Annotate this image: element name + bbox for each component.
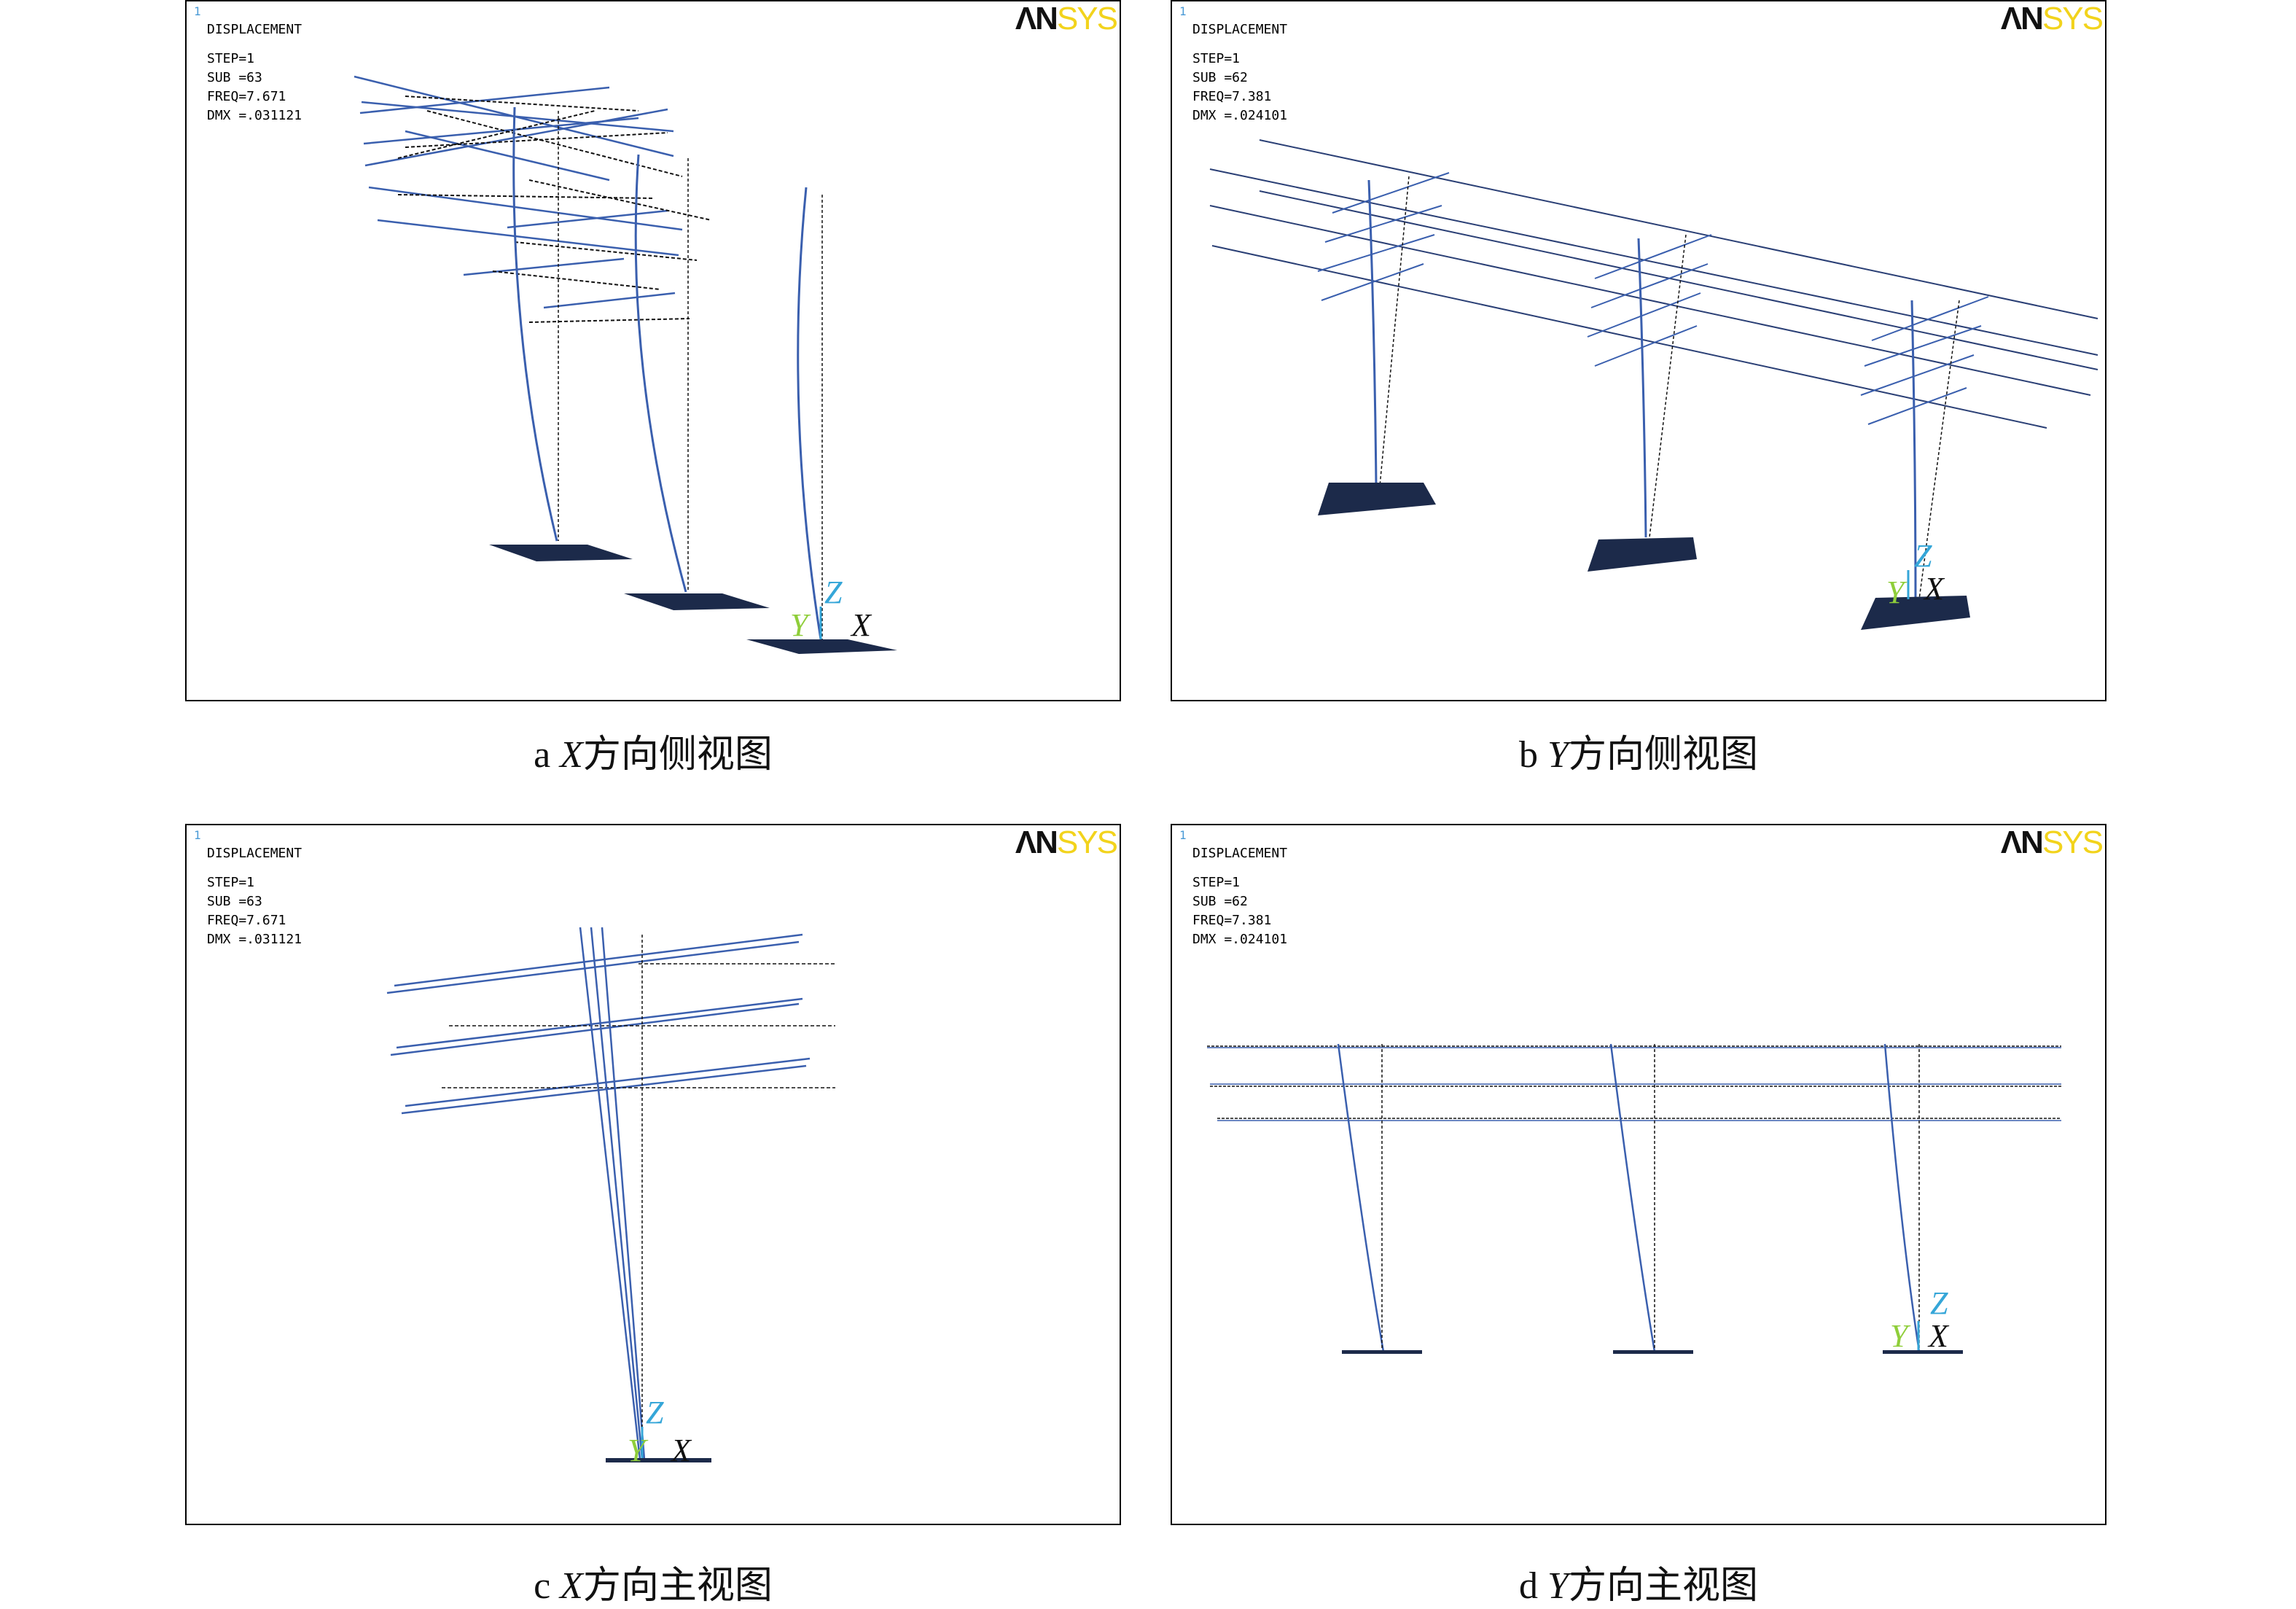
y-front-view-model: Z Y X [1207,1043,2061,1354]
step-label: STEP=1 [1192,875,1241,890]
deformed-columns [1367,179,1917,600]
triad-y-label: Y [790,607,811,643]
result-info: DISPLACEMENT STEP=1 SUB =62 FREQ=7.381 D… [1192,20,1287,125]
undeformed-columns [1379,176,1960,600]
undeformed-columns [558,111,823,639]
caption-d: d Y方向主视图 [1519,1565,1758,1607]
foundation [606,1458,711,1462]
sub-label: SUB =62 [1192,70,1248,85]
deformed-columns [579,927,646,1460]
dmx-label: DMX =.024101 [1192,932,1288,947]
panel-y-front-view: 1 DISPLACEMENT STEP=1 SUB =62 FREQ=7.381… [1171,824,2106,1525]
dmx-label: DMX =.024101 [1192,108,1288,123]
triad-y-label: Y [1886,574,1908,610]
triad-x-label: X [1923,571,1945,607]
window-number: 1 [194,4,201,18]
result-info: DISPLACEMENT STEP=1 SUB =63 FREQ=7.671 D… [207,844,302,949]
y-side-view-model: Z Y X [1209,139,2098,630]
x-side-view-model: Z Y X [354,75,897,654]
deformed-grid [354,75,683,309]
sub-label: SUB =63 [207,894,262,909]
ansys-logo: ΛNSYS [1015,1,1118,36]
deformed-crossarms [386,933,811,1115]
result-heading: DISPLACEMENT [207,846,302,861]
undeformed-columns [1381,1044,1920,1352]
foundations [489,545,897,654]
freq-label: FREQ=7.671 [207,913,286,928]
window-number: 1 [1179,4,1187,18]
ansys-logo: ΛNSYS [2000,825,2104,860]
sub-label: SUB =63 [207,70,262,85]
coordinate-triad: Z Y X [1886,538,1945,610]
panel-x-front-view: 1 DISPLACEMENT STEP=1 SUB =63 FREQ=7.671… [185,824,1121,1525]
deformed-columns [512,106,822,640]
triad-z-label: Z [824,574,843,610]
ansys-logo: ΛNSYS [1015,825,1118,860]
step-label: STEP=1 [207,875,255,890]
undeformed-grid [397,96,712,323]
coordinate-triad: Z Y X [628,1395,692,1468]
freq-label: FREQ=7.671 [207,89,286,104]
undeformed-beams [1207,1045,2061,1119]
caption-c: c X方向主视图 [534,1565,773,1607]
triad-x-label: X [1927,1318,1950,1354]
result-heading: DISPLACEMENT [1192,846,1288,861]
triad-x-label: X [850,607,872,643]
step-label: STEP=1 [1192,51,1241,66]
triad-y-label: Y [628,1433,649,1468]
coordinate-triad: Z Y X [1890,1285,1950,1354]
triad-z-label: Z [646,1395,664,1430]
coordinate-triad: Z Y X [790,574,872,643]
triad-z-label: Z [1930,1285,1948,1321]
deformed-beams [1207,1047,2061,1121]
caption-b: b Y方向侧视图 [1519,734,1758,776]
foundations [1318,483,1970,630]
window-number: 1 [194,828,201,842]
result-info: DISPLACEMENT STEP=1 SUB =62 FREQ=7.381 D… [1192,844,1287,949]
undeformed-crossarms [442,963,835,1088]
dmx-label: DMX =.031121 [207,108,302,123]
sub-label: SUB =62 [1192,894,1248,909]
panel-y-side-view: 1 DISPLACEMENT STEP=1 SUB =62 FREQ=7.381… [1171,0,2106,701]
triad-z-label: Z [1914,538,1932,574]
result-info: DISPLACEMENT STEP=1 SUB =63 FREQ=7.671 D… [207,20,302,125]
ansys-logo: ΛNSYS [2000,1,2104,36]
x-front-view-model: Z Y X [386,927,835,1468]
freq-label: FREQ=7.381 [1192,89,1272,104]
triad-x-label: X [670,1433,692,1468]
window-number: 1 [1179,828,1187,842]
result-heading: DISPLACEMENT [207,22,302,37]
freq-label: FREQ=7.381 [1192,913,1272,928]
step-label: STEP=1 [207,51,255,66]
caption-a: a X方向侧视图 [534,734,773,776]
dmx-label: DMX =.031121 [207,932,302,947]
panel-x-side-view: 1 DISPLACEMENT STEP=1 SUB =63 FREQ=7.671… [185,0,1121,701]
foundations [1342,1350,1963,1354]
deformed-columns [1337,1043,1921,1352]
result-heading: DISPLACEMENT [1192,22,1288,37]
longitudinal-beams [1209,139,2098,429]
cross-beams [1317,172,1989,425]
triad-y-label: Y [1890,1318,1911,1354]
